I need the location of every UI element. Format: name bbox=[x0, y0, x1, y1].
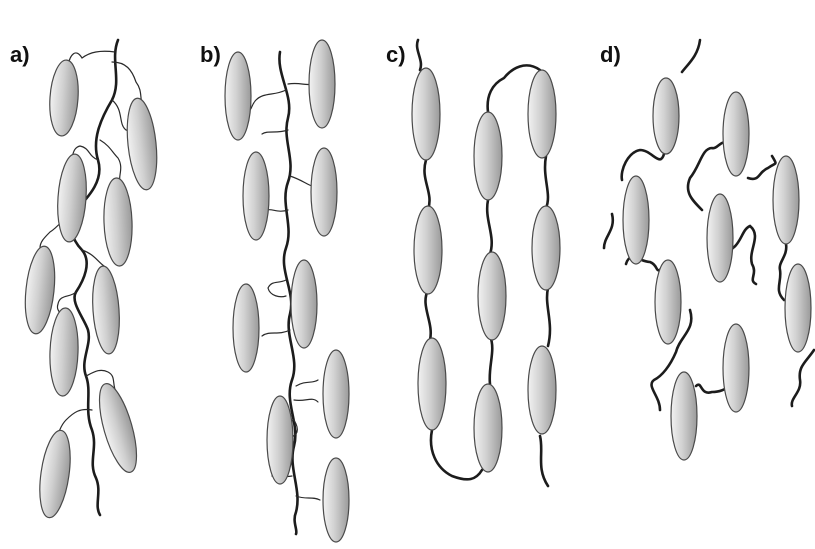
mesogen bbox=[413, 205, 443, 295]
mesogen bbox=[527, 345, 557, 435]
mesogen bbox=[322, 457, 350, 543]
mesogen bbox=[242, 151, 270, 241]
panel-b: b) bbox=[200, 39, 350, 543]
mesogen bbox=[92, 265, 120, 355]
mesogen bbox=[477, 251, 507, 341]
mesogen bbox=[24, 245, 56, 335]
mesogen bbox=[531, 205, 561, 291]
mesogen bbox=[49, 307, 79, 397]
mesogen bbox=[308, 39, 336, 129]
panel-label-a: a) bbox=[10, 42, 30, 67]
mesogen bbox=[103, 177, 133, 267]
panel-label-b: b) bbox=[200, 42, 221, 67]
mesogen bbox=[39, 429, 71, 519]
mesogen bbox=[224, 51, 252, 141]
mesogen bbox=[310, 147, 338, 237]
panel-d-mesogens bbox=[622, 77, 812, 461]
panel-label-c: c) bbox=[386, 42, 406, 67]
panel-a-mesogens bbox=[24, 59, 158, 519]
mesogen bbox=[417, 337, 447, 431]
mesogen bbox=[98, 383, 138, 473]
panel-d-backbone bbox=[602, 38, 815, 412]
panel-c-mesogens bbox=[411, 67, 561, 473]
mesogen bbox=[49, 59, 79, 137]
panel-d: d) bbox=[600, 38, 815, 461]
mesogen bbox=[784, 263, 812, 353]
mesogen bbox=[654, 259, 682, 345]
mesogen bbox=[57, 153, 87, 243]
mesogen bbox=[706, 193, 734, 283]
mesogen bbox=[473, 383, 503, 473]
mesogen bbox=[322, 349, 350, 439]
panel-label-d: d) bbox=[600, 42, 621, 67]
panel-b-mesogens bbox=[224, 39, 350, 543]
mesogen bbox=[527, 69, 557, 159]
panel-c: c) bbox=[386, 38, 561, 488]
mesogen bbox=[722, 91, 750, 177]
panel-a: a) bbox=[10, 38, 158, 519]
mesogen bbox=[266, 395, 294, 485]
mesogen bbox=[290, 259, 318, 349]
mesogen bbox=[473, 111, 503, 201]
mesogen bbox=[670, 371, 698, 461]
mesogen bbox=[772, 155, 800, 245]
panel-c-backbone bbox=[415, 38, 552, 488]
mesogen bbox=[232, 283, 260, 373]
mesogen bbox=[652, 77, 680, 155]
mesogen bbox=[622, 175, 650, 265]
mesogen bbox=[126, 97, 158, 191]
mesogen bbox=[411, 67, 441, 161]
panel-b-backbone bbox=[278, 50, 299, 536]
mesogen bbox=[722, 323, 750, 413]
